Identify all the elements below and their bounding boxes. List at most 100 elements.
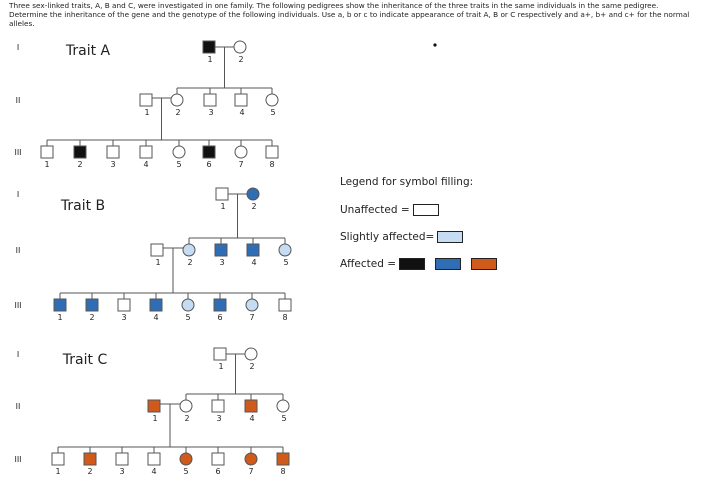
legend-unaffected-label: Unaffected =: [340, 204, 410, 216]
trait-c-ii-1-male-number: 1: [152, 414, 157, 423]
trait-a-ii-4-male-number: 4: [239, 108, 244, 117]
trait-c-generation-label: II: [16, 402, 21, 411]
trait-b-iii-8-male: [278, 298, 292, 312]
trait-c-i-2-female-number: 2: [249, 362, 254, 371]
trait-a-i-1-male-number: 1: [207, 55, 212, 64]
trait-b-generation-label: I: [17, 190, 19, 199]
trait-b-iii-6-male: [213, 298, 227, 312]
trait-a-ii-5-female: [265, 93, 279, 107]
trait-a-generation-label: II: [16, 96, 21, 105]
trait-c-iii-5-female-number: 5: [183, 467, 188, 476]
trait-c-iii-7-female-number: 7: [248, 467, 253, 476]
trait-c-ii-5-female-number: 5: [281, 414, 286, 423]
trait-b-i-2-female: [246, 187, 260, 201]
trait-a-iii-6-male: [202, 145, 216, 159]
trait-a-i-1-male: [202, 40, 216, 54]
trait-c-ii-4-male-number: 4: [249, 414, 254, 423]
trait-a-ii-5-female-number: 5: [270, 108, 275, 117]
trait-b-i-1-male-number: 1: [220, 202, 225, 211]
trait-c-i-2-female: [244, 347, 258, 361]
trait-c-iii-5-female: [179, 452, 193, 466]
trait-a-iii-7-female: [234, 145, 248, 159]
trait-a-iii-7-female-number: 7: [238, 160, 243, 169]
trait-b-ii-5-female: [278, 243, 292, 257]
trait-b-ii-2-female-number: 2: [187, 258, 192, 267]
trait-b-ii-3-male: [214, 243, 228, 257]
trait-a-ii-1-male: [139, 93, 153, 107]
trait-c-ii-1-male: [147, 399, 161, 413]
trait-b-iii-7-female: [245, 298, 259, 312]
trait-c-iii-2-male: [83, 452, 97, 466]
trait-c-ii-2-female-number: 2: [184, 414, 189, 423]
question-text: Three sex-linked traits, A, B and C, wer…: [9, 1, 690, 28]
trait-a-title: Trait A: [65, 43, 111, 59]
trait-c-iii-4-male-number: 4: [151, 467, 156, 476]
trait-c-ii-4-male: [244, 399, 258, 413]
trait-c-iii-6-male-number: 6: [215, 467, 220, 476]
trait-a-iii-3-male: [106, 145, 120, 159]
trait-c-iii-2-male-number: 2: [87, 467, 92, 476]
trait-b-iii-1-male-number: 1: [57, 313, 62, 322]
trait-c-ii-5-female: [276, 399, 290, 413]
trait-c-ii-3-male: [211, 399, 225, 413]
trait-c-iii-1-male: [51, 452, 65, 466]
unaffected-swatch: [412, 204, 439, 216]
trait-b-ii-3-male-number: 3: [219, 258, 224, 267]
trait-b-ii-5-female-number: 5: [283, 258, 288, 267]
trait-b-i-1-male: [215, 187, 229, 201]
trait-b-title: Trait B: [60, 198, 105, 214]
slightly-affected-swatch: [437, 231, 464, 243]
trait-a-iii-6-male-number: 6: [206, 160, 211, 169]
trait-c-iii-6-male: [211, 452, 225, 466]
trait-c-iii-1-male-number: 1: [55, 467, 60, 476]
trait-a-ii-3-male-number: 3: [208, 108, 213, 117]
trait-c-iii-8-male: [276, 452, 290, 466]
trait-a-iii-3-male-number: 3: [110, 160, 115, 169]
trait-c-iii-3-male-number: 3: [119, 467, 124, 476]
legend-unaffected: Unaffected =: [340, 204, 439, 216]
trait-a-iii-5-female: [172, 145, 186, 159]
trait-c-generation-label: I: [17, 350, 19, 359]
trait-b-iii-3-male-number: 3: [121, 313, 126, 322]
trait-a-generation-label: I: [17, 43, 19, 52]
trait-b-iii-2-male-number: 2: [89, 313, 94, 322]
trait-b-i-2-female-number: 2: [251, 202, 256, 211]
trait-c-i-1-male: [213, 347, 227, 361]
trait-b-iii-2-male: [85, 298, 99, 312]
trait-a-ii-1-male-number: 1: [144, 108, 149, 117]
affected-orange-swatch: [471, 258, 498, 270]
trait-c-iii-4-male: [147, 452, 161, 466]
trait-c-ii-2-female: [179, 399, 193, 413]
trait-a-iii-2-male-number: 2: [77, 160, 82, 169]
legend-affected: Affected =: [340, 258, 498, 270]
legend-slightly-affected: Slightly affected=: [340, 231, 464, 243]
trait-b-generation-label: III: [14, 301, 21, 310]
trait-a-generation-label: III: [14, 148, 21, 157]
affected-black-swatch: [399, 258, 426, 270]
trait-a-iii-2-male: [73, 145, 87, 159]
trait-b-ii-1-male-number: 1: [155, 258, 160, 267]
trait-a-iii-1-male: [40, 145, 54, 159]
trait-b-iii-5-female: [181, 298, 195, 312]
trait-c-title: Trait C: [62, 352, 108, 368]
trait-b-ii-2-female: [182, 243, 196, 257]
trait-c-generation-label: III: [14, 455, 21, 464]
trait-b-iii-1-male: [53, 298, 67, 312]
trait-b-iii-4-male-number: 4: [153, 313, 158, 322]
trait-a-iii-4-male: [139, 145, 153, 159]
trait-a-iii-8-male-number: 8: [269, 160, 274, 169]
trait-b-iii-7-female-number: 7: [249, 313, 254, 322]
affected-blue-swatch: [435, 258, 462, 270]
trait-b-ii-4-male: [246, 243, 260, 257]
trait-b-iii-6-male-number: 6: [217, 313, 222, 322]
trait-a-i-2-female-number: 2: [238, 55, 243, 64]
trait-b-iii-3-male: [117, 298, 131, 312]
stray-dot: [433, 43, 437, 47]
trait-a-ii-4-male: [234, 93, 248, 107]
trait-a-ii-2-female: [170, 93, 184, 107]
legend-title: Legend for symbol filling:: [340, 176, 474, 188]
trait-b-ii-4-male-number: 4: [251, 258, 256, 267]
trait-c-iii-8-male-number: 8: [280, 467, 285, 476]
trait-b-ii-1-male: [150, 243, 164, 257]
